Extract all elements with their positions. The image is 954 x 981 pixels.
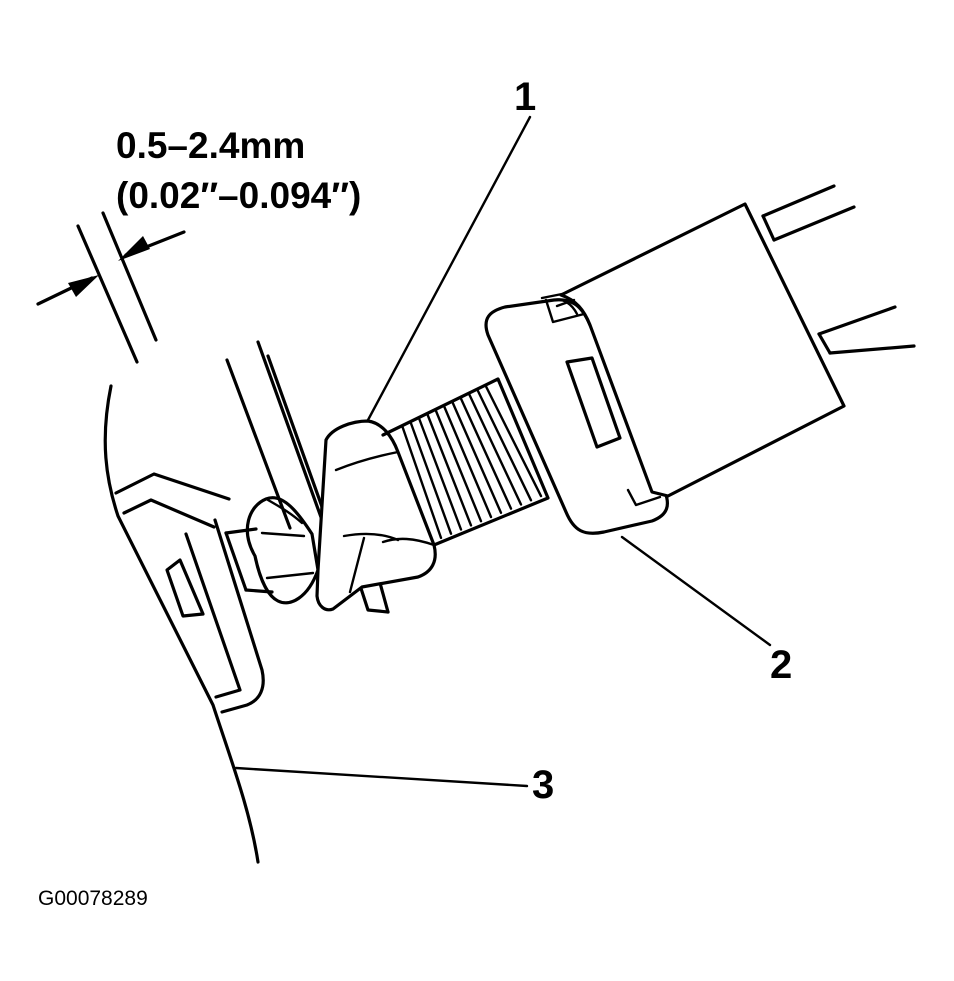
thread-ridge [401,424,443,540]
threaded-shaft [381,377,550,547]
thread-ridge [426,412,473,527]
thread-ridge [459,396,513,510]
thread-ridge [417,416,463,531]
callout-2: 2 [770,643,792,687]
thread-ridge [434,408,483,523]
brake-pedal-arm [103,384,265,864]
thread-ridge [467,392,523,506]
thread-ridge [409,420,453,535]
callout-3: 3 [532,763,554,807]
thread-ridge [476,388,533,502]
figure-id: G00078289 [38,887,148,910]
connector-wires [761,184,916,355]
clearance-dimension: 0.5–2.4mm (0.02″–0.094″) [36,125,361,364]
dimension-arrow-left [68,275,99,297]
leader-lines [234,115,772,788]
thread-ridge [484,384,543,498]
dimension-arrow-right [118,236,150,261]
lock-nut [315,419,437,612]
pedal-stopper [224,496,320,605]
callout-1: 1 [514,75,536,119]
dimension-label-imperial: (0.02″–0.094″) [116,175,361,216]
thread-ridge [442,404,493,519]
thread-ridge [451,400,503,514]
dimension-label-metric: 0.5–2.4mm [116,125,305,166]
brake-light-switch [540,202,846,498]
